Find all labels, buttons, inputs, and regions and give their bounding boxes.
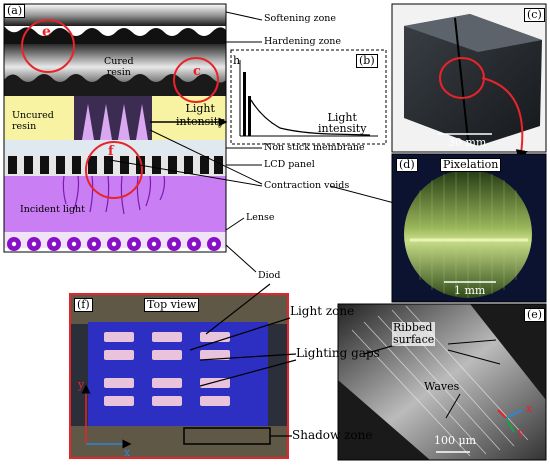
photo-c-border	[391, 3, 547, 153]
panel-e-label: (e)	[524, 308, 546, 322]
softening-zone-label: Softening zone	[264, 13, 337, 24]
inset-b-bar-1	[243, 72, 246, 136]
light-zone-label: Light zone	[290, 304, 355, 318]
shadow-zone-label: Shadow zone	[292, 428, 373, 442]
photo-d-scale-label: 1 mm	[454, 284, 486, 297]
photo-e-leaders	[445, 339, 501, 419]
light-intensity-arrow-label: Light intensity	[176, 102, 224, 128]
photo-e-border	[337, 303, 547, 461]
cured-wave-bottom	[4, 74, 226, 96]
ribbed-surface-texture	[338, 304, 546, 460]
photo-f-title: Top view	[144, 298, 200, 312]
marker-circle-f	[85, 141, 143, 199]
steel-block-top-face	[404, 14, 542, 52]
panel-f-label: (f)	[74, 298, 93, 312]
marker-c-label: c	[193, 64, 201, 79]
photo-c-to-d-arrow	[481, 77, 528, 162]
panel-a-label: (a)	[4, 4, 26, 18]
contraction-voids-label: Contraction voids	[264, 180, 350, 191]
photo-f-border	[69, 293, 289, 459]
inset-b-curve	[250, 99, 371, 136]
marker-circle-c	[173, 57, 219, 103]
cured-resin-line1: Cured	[104, 56, 134, 67]
softening-zone-layer	[4, 4, 226, 26]
cured-resin-label: Cured resin	[104, 56, 134, 78]
ribbed-surface-line1: Ribbed	[393, 321, 433, 334]
ribbed-surface-label: Ribbed surface	[392, 321, 436, 346]
schematic-panel-a	[3, 3, 228, 253]
photo-d-border	[391, 153, 547, 303]
incident-light-label: Incident light	[20, 204, 85, 215]
light-pixel-blocks	[104, 332, 230, 406]
light-intensity-line1: Light	[185, 102, 215, 115]
hardening-zone-label: Hardening zone	[264, 36, 342, 47]
photo-panel-f	[69, 293, 289, 459]
light-intensity-line2: intensity	[176, 115, 225, 128]
uncured-resin-line1: Uncured	[12, 110, 54, 121]
lense-label: Lense	[246, 212, 275, 223]
inset-b-bar-2	[248, 96, 251, 136]
cured-resin-line2: resin	[106, 67, 131, 78]
contraction-void-spikes	[82, 104, 148, 140]
non-stick-membrane-layer	[4, 140, 226, 154]
photo-panel-d	[391, 153, 547, 303]
photo-e-axis-y: y	[518, 426, 525, 439]
inset-b-y-label: h	[233, 54, 241, 67]
steel-block-slot	[454, 17, 469, 141]
photo-e-axis-x: x	[526, 402, 533, 415]
incident-light-rays	[62, 175, 166, 215]
photo-f-axis-x: x	[124, 446, 131, 459]
lcd-panel-label: LCD panel	[264, 159, 315, 170]
photo-f-bottom-band	[70, 426, 288, 458]
photo-panel-c	[391, 3, 547, 162]
photo-panel-e	[337, 303, 547, 461]
photo-c-scale-label: 30 mm	[448, 136, 487, 149]
uncured-resin-line2: resin	[12, 121, 37, 132]
incident-light-region	[4, 176, 226, 232]
marker-f-label: f	[108, 144, 114, 159]
marker-circle-e	[21, 19, 75, 73]
diode-dots	[11, 241, 217, 247]
diod-label: Diod	[258, 270, 281, 281]
annotation-leaders	[189, 283, 421, 437]
pixelation-grid	[419, 170, 517, 298]
photo-e-scale-label: 100 μm	[434, 434, 477, 447]
uncured-resin-label: Uncured resin	[12, 110, 54, 132]
panel-c-label: (c)	[524, 8, 545, 22]
panel-d-label: (d)	[396, 158, 418, 172]
inset-b-x-label-line1: Light	[327, 111, 357, 124]
schematic-border	[3, 3, 227, 253]
photo-f-axis-y: y	[78, 378, 85, 391]
non-stick-membrane-label: Non stick membrane	[264, 142, 365, 153]
inset-b-x-label-line2: intensity	[318, 122, 367, 135]
uncured-resin-left	[4, 96, 74, 140]
photo-d-title: Pixelation	[440, 158, 502, 172]
waves-label: Waves	[424, 380, 460, 393]
schematic-leader-lines	[109, 11, 399, 273]
photo-e-axes	[497, 409, 523, 433]
lighting-gaps-label: Lighting gaps	[296, 346, 380, 360]
uncured-resin-right	[152, 96, 226, 140]
ribbed-surface-line2: surface	[393, 333, 435, 346]
panel-b-label: (b)	[356, 54, 378, 68]
marker-e-label: e	[42, 24, 51, 40]
inset-b-x-label: Light intensity	[318, 112, 366, 134]
steel-block	[404, 14, 542, 146]
